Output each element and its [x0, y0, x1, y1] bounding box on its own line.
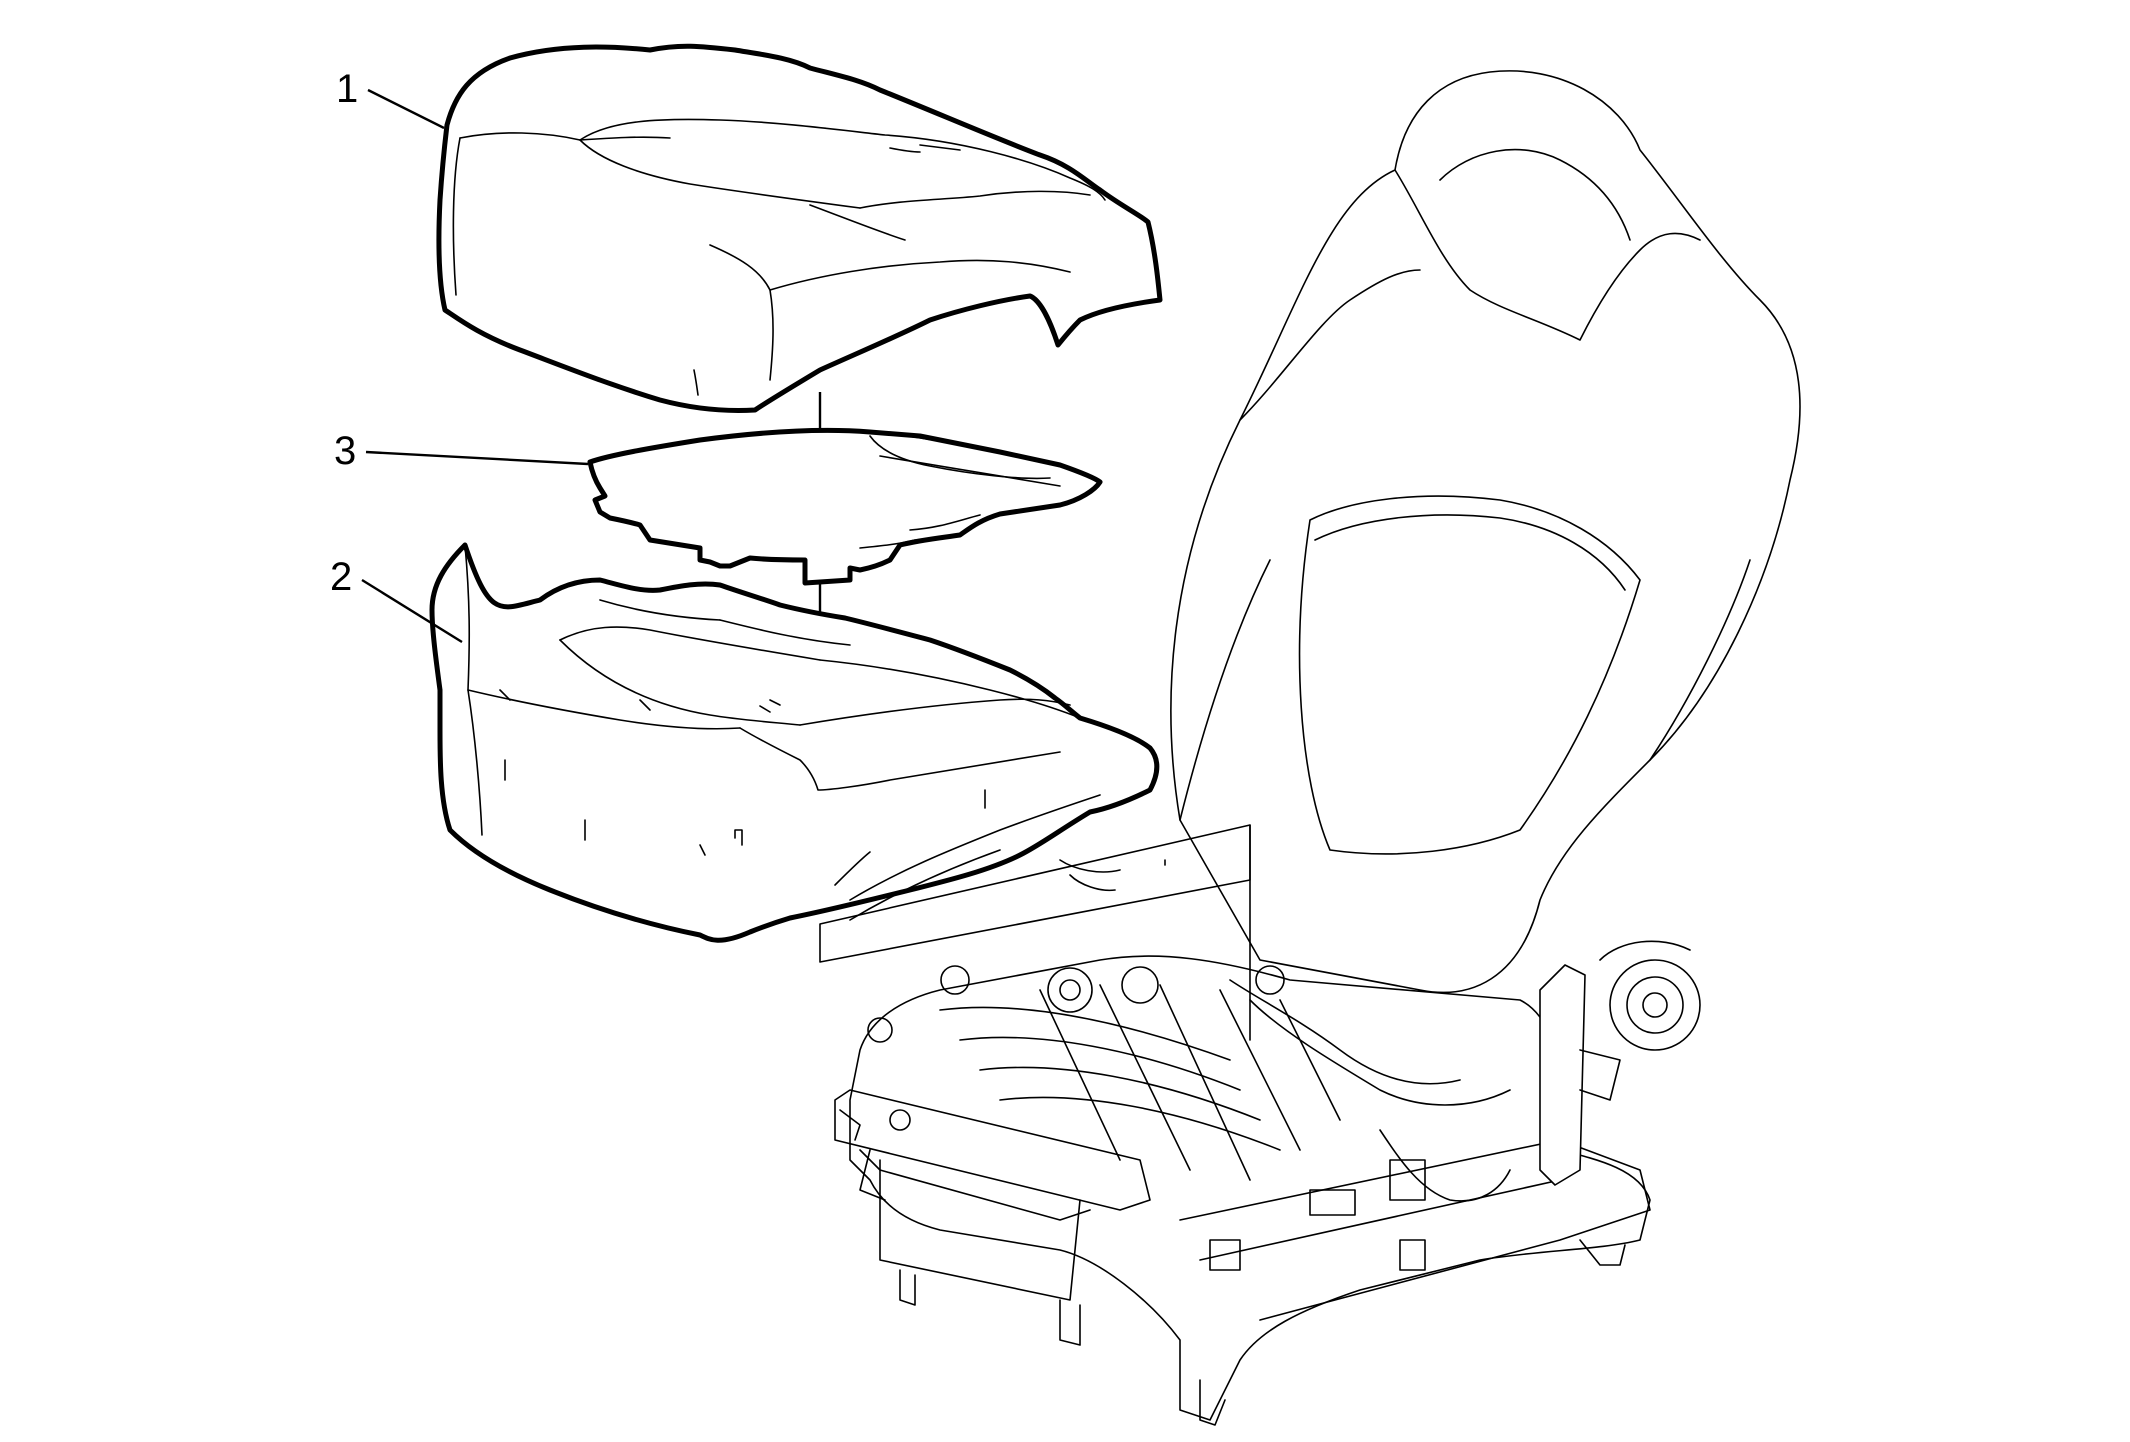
- seatback-inner-panel: [1298, 495, 1641, 855]
- seat-frame-assembly: [834, 70, 1801, 1426]
- callout-3-leader: [365, 450, 589, 466]
- headrest-outline: [1394, 169, 1701, 341]
- recliner-handle: [1539, 964, 1586, 1186]
- callout-2-label: 2: [330, 555, 352, 599]
- callout-3: 3: [334, 429, 589, 473]
- seat-frame-body: [849, 955, 1651, 1421]
- callout-1: 1: [336, 67, 445, 130]
- seat-cushion: [429, 542, 1160, 943]
- callout-1-leader: [367, 88, 445, 130]
- recliner-knob: [1609, 959, 1701, 1051]
- callout-1-label: 1: [336, 67, 358, 111]
- front-mount-plate: [879, 1159, 1081, 1301]
- seat-cushion-pad: [587, 427, 1103, 586]
- callout-2: 2: [330, 555, 463, 644]
- seatback-outline: [1170, 70, 1801, 994]
- seat-cushion-cover: [436, 43, 1163, 413]
- callout-2-leader: [361, 578, 463, 644]
- callout-3-label: 3: [334, 429, 356, 473]
